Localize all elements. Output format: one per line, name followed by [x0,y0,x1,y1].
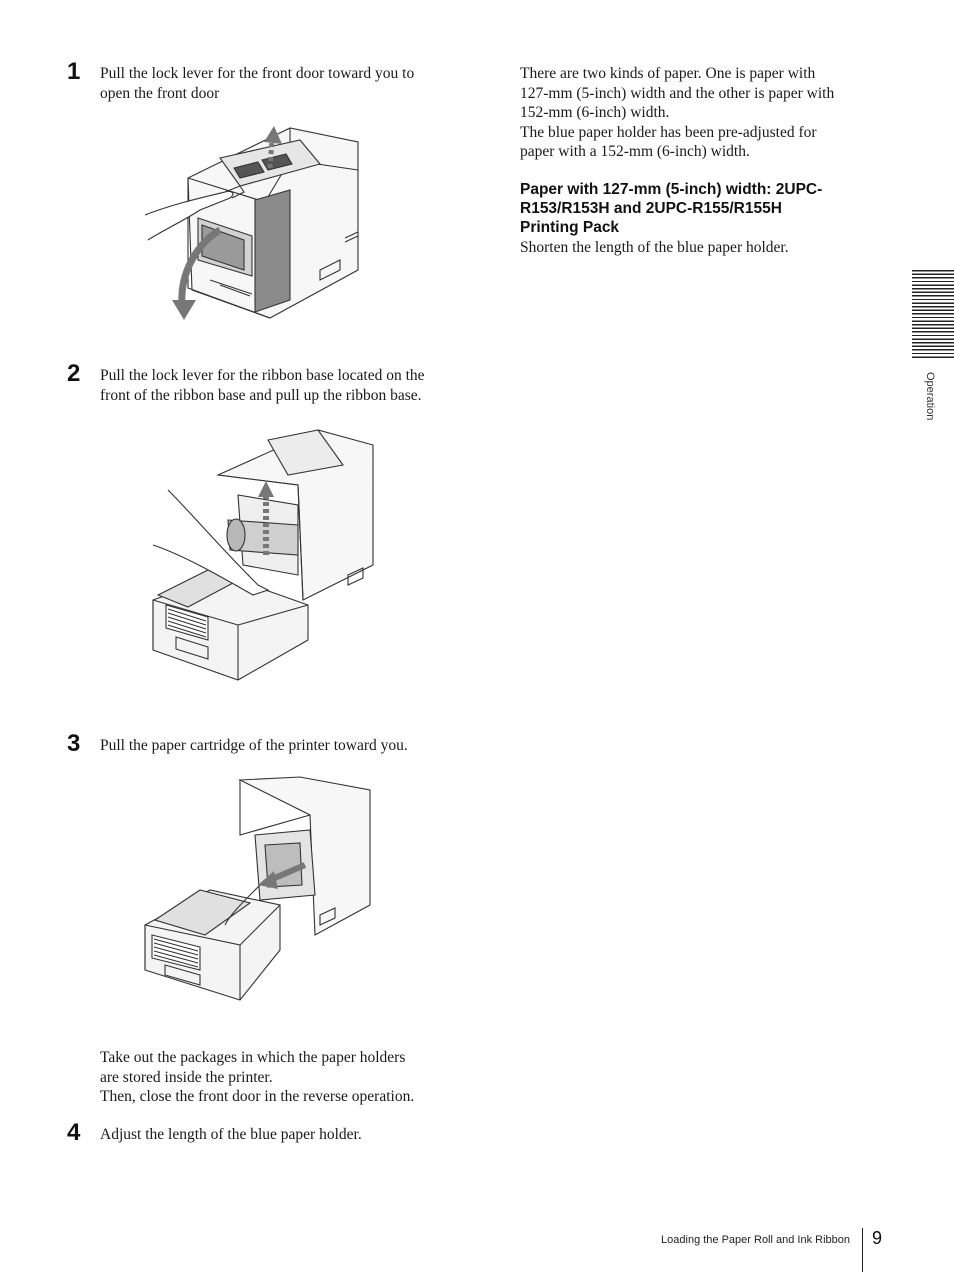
step-3-note-line: Take out the packages in which the paper… [100,1049,406,1066]
page-number: 9 [872,1228,883,1248]
printer-front-door-illustration [144,126,359,320]
intro-line: paper with a 152-mm (6-inch) width. [520,143,750,160]
heading-line: Printing Pack [520,219,620,236]
step-1-line: Pull the lock lever for the front door t… [100,65,415,82]
side-tab-label: Operation [924,372,936,421]
paper-types-intro: There are two kinds of paper. One is pap… [520,64,890,162]
intro-line: There are two kinds of paper. One is pap… [520,65,816,82]
step-1-line: open the front door [100,84,220,102]
step-3-line: Pull the paper cartridge of the printer … [100,737,408,754]
step-4-number: 4 [67,1119,81,1146]
step-3-note-line: Then, close the front door in the revers… [100,1088,415,1105]
step-2-text: Pull the lock lever for the ribbon base … [100,366,460,405]
section-body: Shorten the length of the blue paper hol… [520,239,789,256]
step-3-note-line: are stored inside the printer. [100,1068,273,1086]
step-4-text: Adjust the length of the blue paper hold… [100,1125,460,1145]
heading-line: R153/R153H and 2UPC-R155/R155H [520,200,782,217]
step-2-line: Pull the lock lever for the ribbon base … [100,367,425,384]
side-tab-stripes [912,270,954,360]
intro-line: The blue paper holder has been pre-adjus… [520,123,817,141]
step-2-line: front of the ribbon base and pull up the… [100,386,422,404]
heading-line: Paper with 127-mm (5-inch) width: 2UPC- [520,181,823,198]
intro-line: 127-mm (5-inch) width and the other is p… [520,84,835,102]
footer-divider [862,1228,863,1272]
step-3-text: Pull the paper cartridge of the printer … [100,736,460,756]
step-2-number: 2 [67,360,81,387]
step-1-text: Pull the lock lever for the front door t… [100,64,460,103]
paper-cartridge-illustration [144,776,371,1001]
step-4-line: Adjust the length of the blue paper hold… [100,1126,362,1143]
intro-line: 152-mm (6-inch) width. [520,104,670,121]
footer-section-title: Loading the Paper Roll and Ink Ribbon [661,1234,850,1246]
ribbon-base-illustration [152,429,374,681]
step-1-number: 1 [67,58,81,85]
section-heading: Paper with 127-mm (5-inch) width: 2UPC- … [520,180,890,237]
step-3-number: 3 [67,730,81,757]
step-3-note: Take out the packages in which the paper… [100,1048,460,1107]
